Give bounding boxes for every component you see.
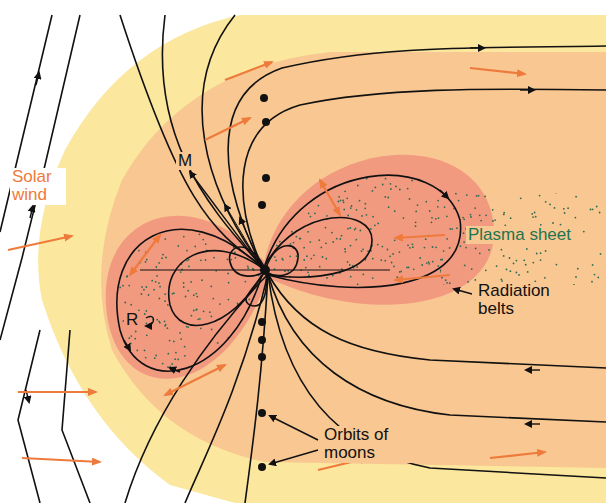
rotation-arrow — [146, 317, 154, 326]
leader-lines — [270, 289, 472, 464]
rotation-label: R — [124, 311, 140, 329]
magnetosheath — [38, 15, 606, 503]
region-label: Plasma sheet — [466, 226, 573, 244]
magnetic-axis — [190, 172, 262, 268]
plasma-dots — [99, 139, 606, 411]
region-label: Radiation belts — [476, 282, 570, 319]
field-lines — [0, 15, 606, 503]
axis-label: M — [176, 152, 194, 170]
planet — [260, 265, 270, 275]
small-field-arrow — [240, 218, 262, 268]
radiation-belt — [263, 155, 494, 305]
small-field-arrow — [225, 205, 262, 268]
flow-arrows — [8, 62, 545, 470]
callout-label: Orbits of moons — [322, 426, 436, 463]
field-arrows — [26, 48, 540, 424]
flow-label: Solar wind — [10, 168, 66, 205]
moon-dots — [258, 94, 270, 471]
magnetosphere — [101, 52, 606, 468]
